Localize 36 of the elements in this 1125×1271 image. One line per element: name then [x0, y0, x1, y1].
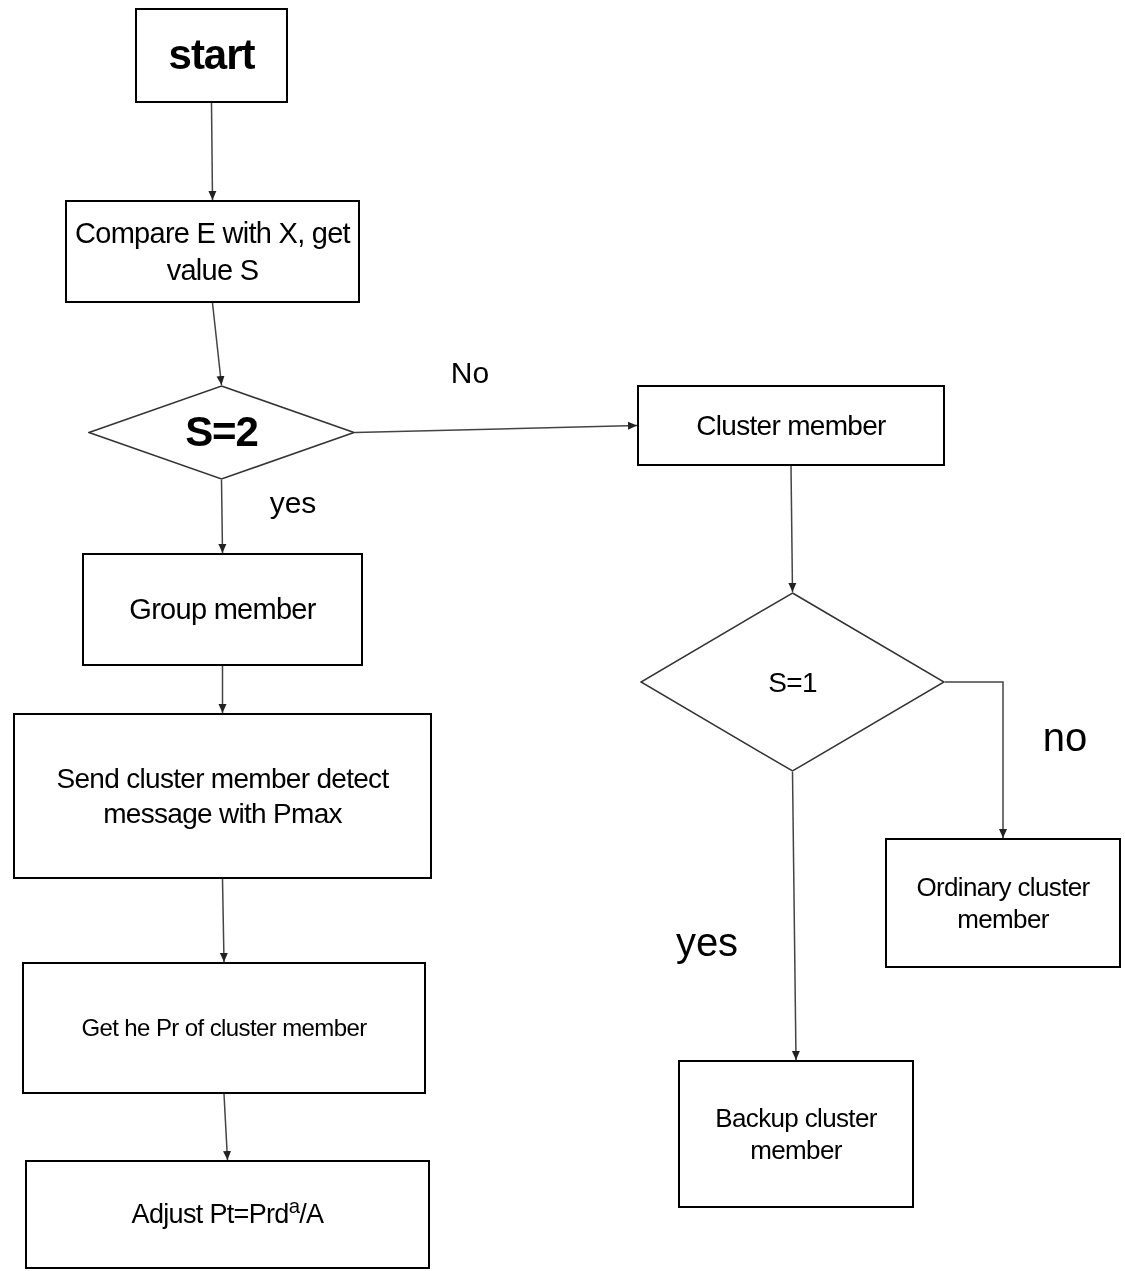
process-box — [678, 1060, 914, 1208]
box-text: Backup cluster member — [714, 1101, 878, 1167]
box-text: Send cluster member detect message with Pmax — [55, 762, 390, 831]
process-box — [885, 838, 1121, 968]
edge-label: no — [1042, 714, 1088, 761]
process-box — [22, 962, 426, 1094]
arrow — [223, 1093, 231, 1161]
box-text: S=2 — [184, 407, 259, 458]
box-text: Get he Pr of cluster member — [80, 1013, 368, 1043]
arrow — [219, 878, 228, 963]
box-text: Cluster member — [695, 409, 887, 443]
process-box — [25, 1160, 430, 1269]
process-box — [82, 553, 363, 666]
box-text: start — [167, 30, 256, 81]
arrow — [791, 771, 800, 1061]
arrow — [218, 665, 227, 714]
arrow — [944, 681, 1007, 839]
edge-label: yes — [269, 484, 317, 521]
box-text: S=1 — [767, 665, 818, 700]
arrow — [218, 479, 227, 554]
arrow — [354, 421, 638, 434]
arrow — [788, 465, 797, 593]
edge-label: yes — [675, 919, 739, 966]
box-text: Ordinary cluster member — [915, 870, 1091, 936]
process-box — [13, 713, 432, 879]
box-text: Compare E with X, get value S — [74, 216, 352, 288]
box-text: Adjust Pt=Prd$^{a}$/A — [130, 1197, 325, 1231]
process-box — [65, 200, 360, 303]
arrow — [208, 102, 217, 201]
process-box — [637, 385, 945, 466]
arrow — [211, 302, 225, 386]
box-text: Group member — [128, 592, 317, 628]
edge-label: No — [450, 354, 490, 391]
process-box — [135, 8, 288, 103]
decision-diamond — [640, 592, 945, 772]
decision-diamond — [88, 385, 355, 480]
